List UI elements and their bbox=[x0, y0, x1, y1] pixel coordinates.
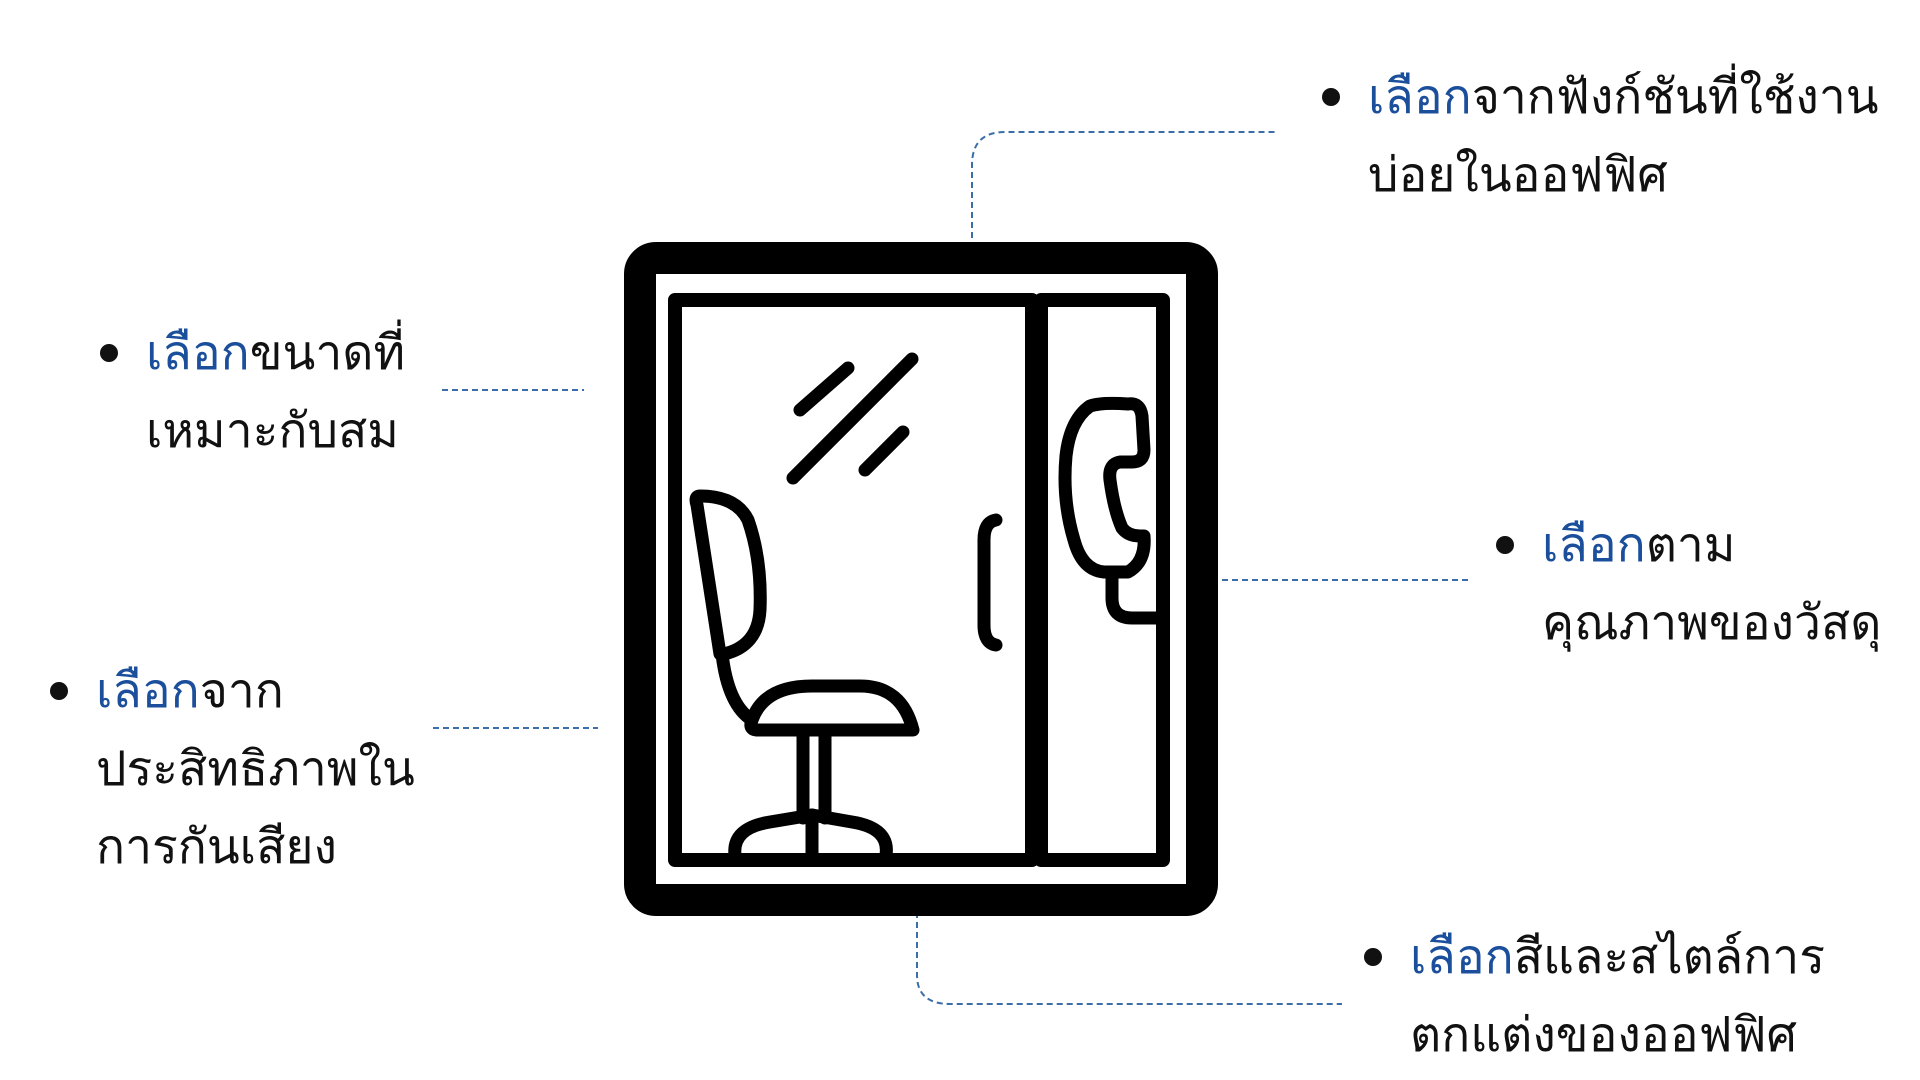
callout-keyword: เลือก bbox=[1410, 929, 1514, 985]
chair-backrest bbox=[689, 489, 767, 661]
bullet-dot bbox=[1364, 948, 1382, 966]
chair-seat bbox=[744, 679, 920, 737]
callout-line-2: คุณภาพของวัสดุ bbox=[1542, 595, 1882, 651]
callout-line-1: เลือกจาก bbox=[96, 652, 415, 730]
glass-reflection-line bbox=[793, 361, 855, 417]
callout-office-functions: เลือกจากฟังก์ชันที่ใช้งาน บ่อยในออฟฟิศ bbox=[1322, 58, 1879, 214]
booth-frame bbox=[624, 242, 1218, 916]
connectors bbox=[433, 131, 1468, 1005]
callout-line-1: เลือกตาม bbox=[1542, 506, 1881, 584]
booth-left-panel bbox=[668, 293, 1039, 867]
callout-text: จาก bbox=[199, 663, 284, 719]
callout-line-2: ตกแต่งของออฟฟิศ bbox=[1410, 1007, 1797, 1063]
callout-text: ตาม bbox=[1645, 517, 1736, 573]
callout-line-3: การกันเสียง bbox=[96, 819, 337, 875]
callout-line-2: ประสิทธิภาพใน bbox=[96, 741, 415, 797]
connector-bottom-right bbox=[916, 912, 1342, 1005]
bullet-dot bbox=[50, 682, 68, 700]
door-handle-icon bbox=[977, 513, 1003, 652]
bullet-dot bbox=[1496, 536, 1514, 554]
chair-frame bbox=[715, 647, 759, 727]
callout-material-quality: เลือกตาม คุณภาพของวัสดุ bbox=[1496, 506, 1882, 662]
bullet-dot bbox=[100, 344, 118, 362]
callout-line-1: เลือกสีและสไตล์การ bbox=[1410, 918, 1825, 996]
callout-text: ขนาดที่ bbox=[249, 325, 406, 381]
glass-reflection-line bbox=[858, 425, 910, 477]
callout-soundproofing: เลือกจาก ประสิทธิภาพใน การกันเสียง bbox=[50, 652, 415, 886]
callout-line-2: เหมาะกับสม bbox=[146, 403, 399, 459]
connector-top-right bbox=[971, 131, 1275, 248]
callout-keyword: เลือก bbox=[146, 325, 250, 381]
booth-right-panel bbox=[1034, 293, 1170, 867]
callout-keyword: เลือก bbox=[1542, 517, 1646, 573]
telephone-cord bbox=[1105, 565, 1170, 625]
callout-line-1: เลือกขนาดที่ bbox=[146, 314, 405, 392]
callout-text: จากฟังก์ชันที่ใช้งาน bbox=[1471, 69, 1879, 125]
callout-color-style: เลือกสีและสไตล์การ ตกแต่งของออฟฟิศ bbox=[1364, 918, 1825, 1074]
phone-booth-icon bbox=[624, 242, 1218, 916]
telephone-receiver-icon bbox=[1058, 396, 1151, 579]
chair-icon bbox=[689, 489, 920, 862]
callout-keyword: เลือก bbox=[1368, 69, 1472, 125]
callout-line-1: เลือกจากฟังก์ชันที่ใช้งาน bbox=[1368, 58, 1879, 136]
callout-size: เลือกขนาดที่ เหมาะกับสม bbox=[100, 314, 405, 470]
glass-reflection-line bbox=[786, 352, 919, 485]
callout-keyword: เลือก bbox=[96, 663, 200, 719]
callout-text: สีและสไตล์การ bbox=[1513, 929, 1825, 985]
callout-line-2: บ่อยในออฟฟิศ bbox=[1368, 147, 1668, 203]
bullet-dot bbox=[1322, 88, 1340, 106]
